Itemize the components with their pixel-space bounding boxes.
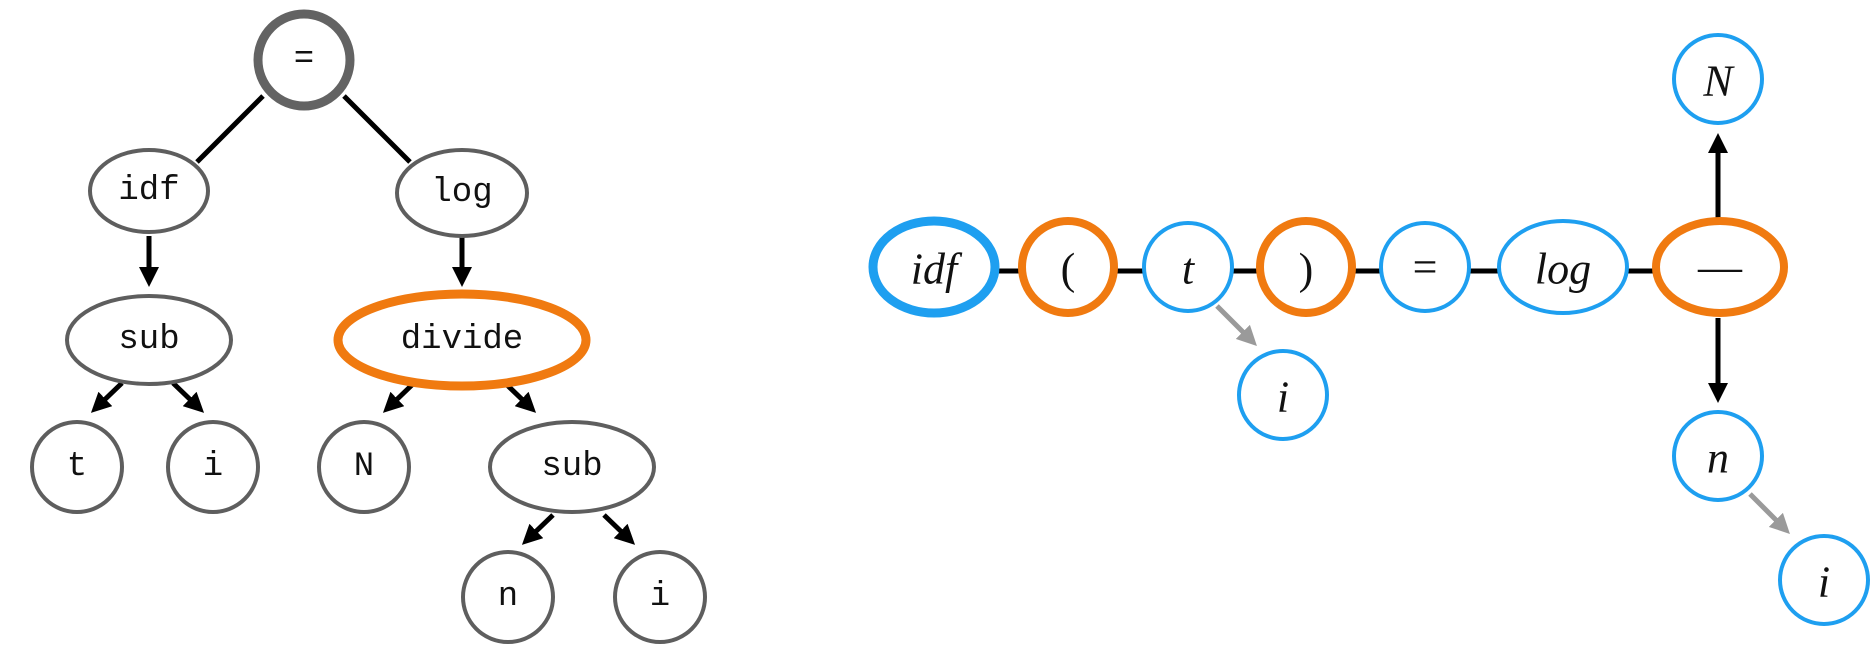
edge-eq-idf bbox=[195, 94, 265, 164]
edge-sub-i bbox=[171, 381, 205, 413]
svg-text:divide: divide bbox=[401, 321, 523, 359]
symbol-layout-graph: idf ( t ) = log — i bbox=[868, 33, 1870, 626]
graph-node-t: t bbox=[1142, 221, 1234, 313]
svg-text:): ) bbox=[1299, 245, 1314, 294]
edge-sub-t bbox=[90, 381, 124, 413]
svg-text:n: n bbox=[498, 578, 518, 616]
edge-t-i bbox=[1215, 304, 1257, 346]
svg-text:idf: idf bbox=[911, 245, 963, 294]
tree-node-divide: divide bbox=[333, 289, 591, 391]
svg-text:i: i bbox=[650, 578, 670, 616]
edge-divide-N bbox=[382, 381, 416, 413]
graph-node-equals: = bbox=[1379, 221, 1471, 313]
edge-eq-log bbox=[342, 94, 412, 164]
expression-tree: = idf log sub divide t i N bbox=[30, 9, 707, 644]
graph-sub-edges bbox=[1215, 304, 1790, 534]
svg-text:log: log bbox=[1535, 245, 1591, 294]
svg-text:idf: idf bbox=[118, 172, 179, 210]
svg-text:(: ( bbox=[1061, 245, 1076, 294]
tree-node-eq: = bbox=[253, 9, 355, 111]
tree-node-i: i bbox=[166, 420, 260, 514]
tree-node-log: log bbox=[395, 148, 529, 238]
graph-node-left-paren: ( bbox=[1018, 217, 1118, 317]
tree-node-i-2: i bbox=[613, 550, 707, 644]
svg-text:i: i bbox=[1277, 373, 1289, 422]
tree-node-sub-2: sub bbox=[488, 420, 656, 514]
graph-node-i: i bbox=[1237, 349, 1329, 441]
tree-node-n: n bbox=[461, 550, 555, 644]
graph-node-log: log bbox=[1497, 219, 1629, 315]
svg-text:i: i bbox=[203, 448, 223, 486]
graph-node-right-paren: ) bbox=[1256, 217, 1356, 317]
svg-text:—: — bbox=[1697, 243, 1743, 292]
edge-sub-i2 bbox=[602, 513, 636, 545]
tree-node-sub: sub bbox=[65, 294, 233, 386]
graph-node-n: n bbox=[1672, 410, 1764, 502]
edge-n-i bbox=[1748, 492, 1790, 534]
tree-node-t: t bbox=[30, 420, 124, 514]
tree-edges bbox=[90, 94, 636, 545]
svg-text:t: t bbox=[67, 448, 87, 486]
tree-node-N: N bbox=[317, 420, 411, 514]
svg-text:n: n bbox=[1707, 434, 1729, 483]
svg-text:N: N bbox=[1702, 57, 1735, 106]
svg-text:i: i bbox=[1818, 558, 1830, 607]
svg-text:sub: sub bbox=[541, 448, 602, 486]
edge-sub-n bbox=[521, 513, 555, 545]
graph-node-N: N bbox=[1672, 33, 1764, 125]
graph-node-fraction-bar: — bbox=[1652, 217, 1788, 317]
svg-text:=: = bbox=[1413, 243, 1438, 292]
graph-node-idf: idf bbox=[868, 216, 1000, 318]
tree-node-idf: idf bbox=[88, 148, 210, 234]
graph-node-i-2: i bbox=[1778, 534, 1870, 626]
svg-text:t: t bbox=[1182, 245, 1196, 294]
svg-text:sub: sub bbox=[118, 321, 179, 359]
svg-text:log: log bbox=[431, 174, 492, 212]
svg-text:N: N bbox=[354, 448, 374, 486]
svg-text:=: = bbox=[294, 41, 314, 79]
